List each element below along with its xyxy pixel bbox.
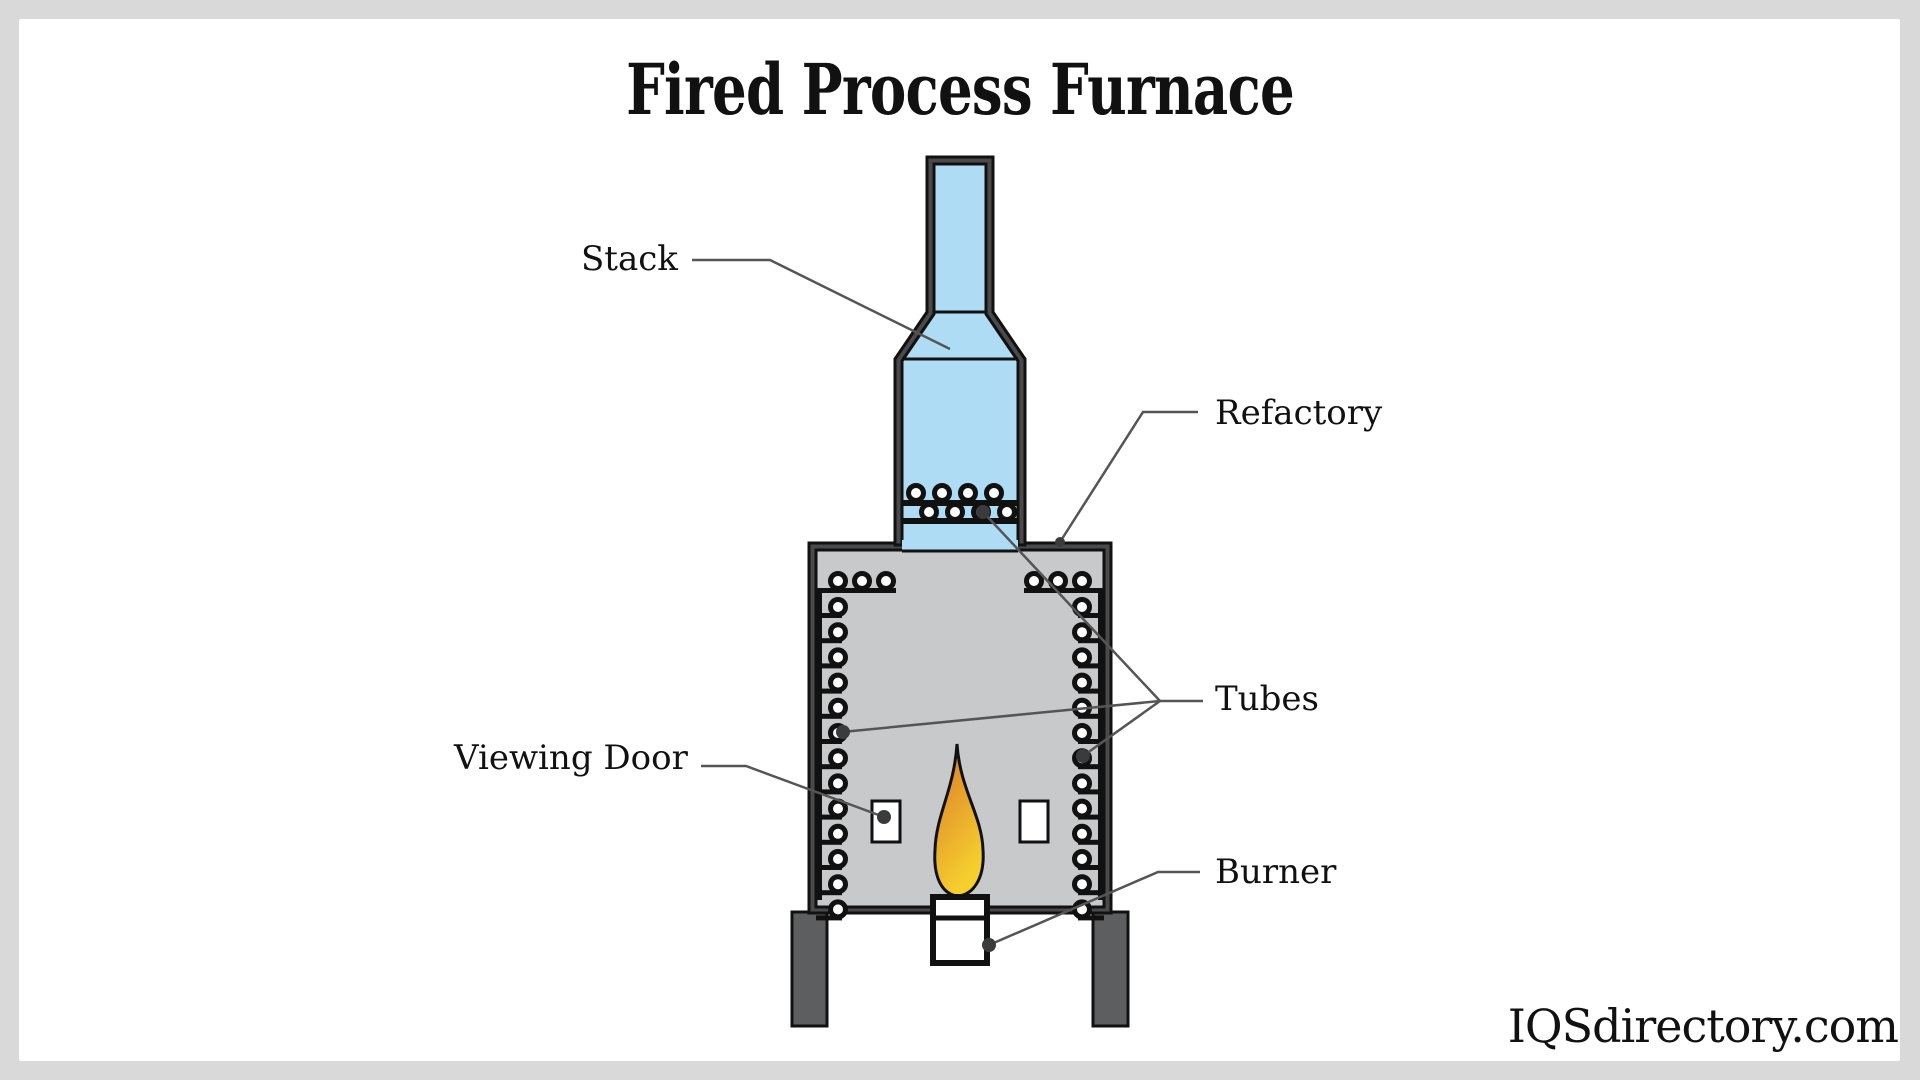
radiant-wall-tube [828, 849, 848, 869]
radiant-wall-tube [1072, 723, 1092, 743]
wall-tube-shelf [1078, 739, 1104, 744]
wall-tube-shelf [816, 839, 842, 845]
wall-tube-shelf [1078, 613, 1104, 618]
brand-watermark: IQSdirectory.com [1507, 999, 1899, 1053]
wall-tube-rack-left [816, 590, 822, 900]
convection-tube [919, 502, 939, 522]
radiant-wall-tube [1072, 849, 1092, 869]
stack-leader-line [692, 258, 951, 351]
roof-tube [1048, 571, 1068, 591]
radiant-wall-tube [828, 647, 848, 668]
wall-tube-shelf [816, 739, 842, 744]
wall-tube-shelf [1078, 663, 1104, 669]
label-refactory: Refactory [1215, 393, 1383, 433]
label-stack: Stack [581, 239, 678, 279]
label-burner: Burner [1215, 852, 1337, 892]
radiant-wall-tube [1072, 622, 1092, 643]
convection-tube [958, 483, 978, 503]
tubes-leader-line-low [1082, 699, 1161, 758]
radiant-wall-tube [1072, 798, 1092, 819]
wall-tube-shelf [816, 688, 842, 694]
wall-tube-shelf [816, 663, 842, 669]
radiant-wall-tube [1072, 597, 1092, 617]
burner-housing [930, 894, 990, 966]
tubes-pointer-dot-mid [836, 725, 850, 739]
wall-tube-shelf [1078, 890, 1104, 896]
tubes-pointer-dot-top [976, 505, 990, 519]
roof-tube [1072, 571, 1092, 591]
stack-opening [902, 540, 1018, 552]
wall-tube-shelf [816, 789, 842, 795]
tubes-pointer-dot-low [1076, 749, 1090, 763]
radiant-wall-tube [1072, 647, 1092, 668]
tubes-leader-line-mid [841, 699, 1161, 734]
radiant-wall-tube [828, 874, 848, 895]
radiant-wall-tube [828, 899, 848, 920]
label-tubes: Tubes [1215, 679, 1319, 719]
furnace-leg-left [790, 910, 829, 1028]
viewing-door-right [1018, 799, 1050, 844]
roof-tube [852, 571, 872, 591]
viewing-door-leader-line [701, 764, 885, 819]
label-viewing-door: Viewing Door [454, 738, 688, 778]
refactory-leader-line [1058, 410, 1198, 543]
burner-pointer-dot [982, 938, 996, 952]
radiant-wall-tube [1072, 672, 1092, 693]
wall-tube-shelf [816, 613, 842, 618]
radiant-wall-tube [828, 597, 848, 617]
wall-tube-shelf [1078, 814, 1104, 820]
radiant-wall-tube [828, 748, 848, 769]
burner-leader-line [988, 870, 1200, 947]
wall-tube-shelf [1078, 638, 1104, 644]
wall-tube-shelf [1078, 915, 1104, 921]
roof-tube-shelf-right [1024, 588, 1104, 593]
wall-tube-shelf [816, 764, 842, 770]
convection-tube [906, 483, 926, 503]
convection-band-top [902, 500, 1018, 506]
radiant-wall-tube [1072, 773, 1092, 794]
convection-tube [984, 483, 1004, 503]
wall-tube-shelf [1078, 839, 1104, 845]
wall-tube-shelf [1078, 865, 1104, 870]
radiant-wall-tube [1072, 823, 1092, 844]
wall-tube-shelf [816, 915, 842, 921]
radiant-wall-tubes [816, 571, 1104, 921]
wall-tube-shelf [1078, 789, 1104, 795]
viewing-door-pointer-dot [877, 810, 891, 824]
wall-tube-shelf [816, 890, 842, 896]
radiant-wall-tube [828, 798, 848, 819]
convection-band-bottom [902, 518, 1018, 524]
wall-tube-shelf [816, 638, 842, 644]
convection-tube [932, 483, 952, 503]
furnace-leg-right [1091, 910, 1130, 1028]
radiant-wall-tube [828, 773, 848, 794]
radiant-wall-tube [1072, 874, 1092, 895]
wall-tube-shelf [1078, 713, 1104, 719]
radiant-wall-tube [828, 823, 848, 844]
diagram-title: Fired Process Furnace [626, 48, 1295, 131]
roof-tube [828, 571, 848, 591]
radiant-wall-tube [828, 697, 848, 718]
wall-tube-rack-right [1098, 590, 1104, 900]
refactory-pointer-dot [1055, 537, 1065, 547]
roof-tube-shelf-left [816, 588, 896, 593]
wall-tube-shelf [816, 865, 842, 870]
convection-tube [945, 502, 965, 522]
wall-tube-shelf [1078, 688, 1104, 694]
roof-tube [1024, 571, 1044, 591]
radiant-wall-tube [828, 622, 848, 643]
wall-tube-shelf [1078, 764, 1104, 770]
roof-tube [876, 571, 896, 591]
radiant-wall-tube [828, 672, 848, 693]
wall-tube-shelf [816, 713, 842, 719]
convection-tube [997, 502, 1017, 522]
wall-tube-shelf [816, 814, 842, 820]
